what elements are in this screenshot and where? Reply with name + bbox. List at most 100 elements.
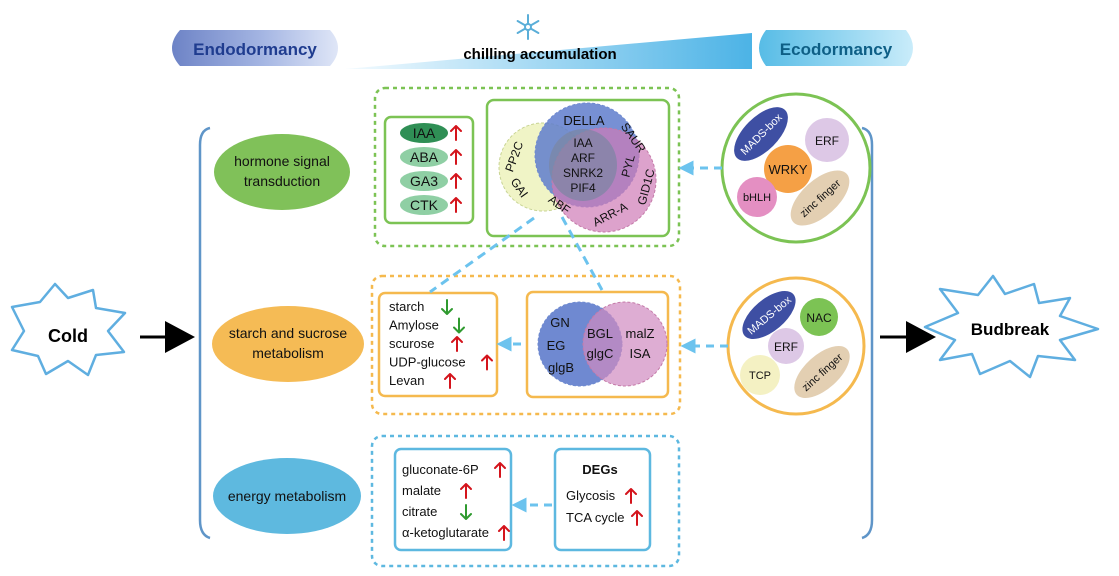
endodormancy-banner [172, 30, 338, 66]
metabolite-label: Glycosis [566, 488, 616, 503]
hormone-category-line2: transduction [244, 173, 320, 189]
gene-bgl: BGL [587, 326, 613, 341]
gene-core-label: PIF4 [570, 181, 596, 195]
trend-up-icon [450, 197, 462, 213]
tf-erf2-circle [768, 328, 804, 364]
tf-bhlh-label: bHLH [743, 192, 771, 204]
gene-della: DELLA [563, 113, 605, 128]
gene-malz: malZ [626, 326, 655, 341]
tf-madsbox2-ellipse [742, 291, 796, 339]
trend-up-icon [450, 125, 462, 141]
tf-erf-label: ERF [815, 134, 839, 148]
hormone-level-label: IAA [413, 125, 436, 141]
tf-wrky-label: WRKY [769, 162, 808, 177]
hormone-category-line1: hormone signal [234, 153, 330, 169]
starch-category-ellipse [212, 306, 364, 382]
trend-up-icon [498, 525, 510, 541]
metabolite-label: α-ketoglutarate [402, 525, 489, 540]
metabolite-label: malate [402, 483, 441, 498]
trend-up-icon [450, 173, 462, 189]
trend-up-icon [481, 354, 493, 371]
tf-erf2-label: ERF [774, 340, 798, 354]
hormone-level-label: GA3 [410, 173, 438, 189]
ecodormancy-banner [759, 30, 913, 66]
budbreak-label: Budbreak [971, 320, 1050, 339]
starch-category-line2: metabolism [252, 345, 324, 361]
metabolite-label: gluconate-6P [402, 462, 479, 477]
metabolite-label: scurose [389, 336, 435, 351]
trend-down-icon [441, 299, 453, 315]
trend-down-icon [453, 317, 465, 334]
gene-eg: EG [547, 338, 566, 353]
degs-box [553, 447, 652, 552]
metabolite-label: UDP-glucose [389, 355, 466, 370]
metabolite-label: TCA cycle [566, 510, 625, 525]
ecodormancy-label: Ecodormancy [780, 40, 893, 59]
tf-tcp-label: TCP [749, 370, 771, 382]
flow-arrows [496, 160, 728, 513]
chilling-wedge [345, 33, 752, 69]
metabolite-label: Amylose [389, 318, 439, 333]
hormone-level-label: ABA [410, 149, 439, 165]
trend-up-icon [625, 488, 637, 504]
right-bracket [861, 126, 874, 540]
metabolite-label: citrate [402, 504, 437, 519]
cold-label: Cold [48, 326, 88, 346]
venn-malz-circle [582, 301, 668, 387]
metabolite-label: Levan [389, 373, 424, 388]
energy-metabolites-list: gluconate-6P malate citrate α-ketoglutarate [402, 462, 510, 541]
energy-category-ellipse [213, 458, 361, 534]
gene-core-label: IAA [573, 136, 592, 150]
cold-arrow [140, 321, 195, 353]
starch-panel [370, 274, 682, 416]
trend-up-icon [494, 462, 506, 478]
hormone-category-ellipse [214, 134, 350, 210]
gene-core-label: ARF [571, 151, 595, 165]
tf-zincfinger2-ellipse [794, 345, 850, 399]
trend-up-icon [631, 510, 643, 526]
degs-title: DEGs [582, 462, 617, 477]
tf-wrky-circle [764, 145, 812, 193]
trend-down-icon [460, 504, 472, 520]
hormone-level-pill [400, 147, 448, 167]
metabolite-label: starch [389, 299, 424, 314]
cold-burst [10, 282, 127, 377]
left-bracket [198, 126, 211, 540]
gene-glgb: glgB [548, 360, 574, 375]
gene-gn: GN [550, 315, 570, 330]
energy-metabolites-box [393, 447, 513, 552]
hormone-level-pill [400, 195, 448, 215]
hormone-levels-box [383, 115, 475, 225]
connector-lines [429, 216, 604, 294]
tf-madsbox-ellipse [734, 107, 788, 161]
energy-category-label: energy metabolism [228, 488, 346, 504]
hormone-level-label: CTK [410, 197, 439, 213]
tf-bhlh-circle [737, 177, 777, 217]
tf-nac-label: NAC [806, 311, 832, 325]
hormone-level-pill [400, 123, 448, 143]
energy-panel [370, 434, 681, 568]
snowflake-icon [516, 14, 540, 40]
venn-core [549, 129, 617, 201]
endodormancy-label: Endodormancy [193, 40, 317, 59]
gene-core-label: SNRK2 [563, 166, 603, 180]
tf-erf-circle [805, 118, 849, 162]
starch-category-line1: starch and sucrose [229, 325, 347, 341]
budbreak-arrow [880, 321, 936, 353]
gene-pyl: PYL [618, 153, 637, 179]
trend-up-icon [451, 336, 463, 352]
trend-up-icon [460, 483, 472, 499]
tf-zincfinger-ellipse [790, 170, 850, 226]
trend-up-icon [450, 149, 462, 165]
budbreak-burst [923, 274, 1100, 379]
hormone-level-pill [400, 171, 448, 191]
gene-glgc: glgC [587, 346, 614, 361]
tf-nac-circle [800, 298, 838, 336]
gene-isa: ISA [630, 346, 651, 361]
